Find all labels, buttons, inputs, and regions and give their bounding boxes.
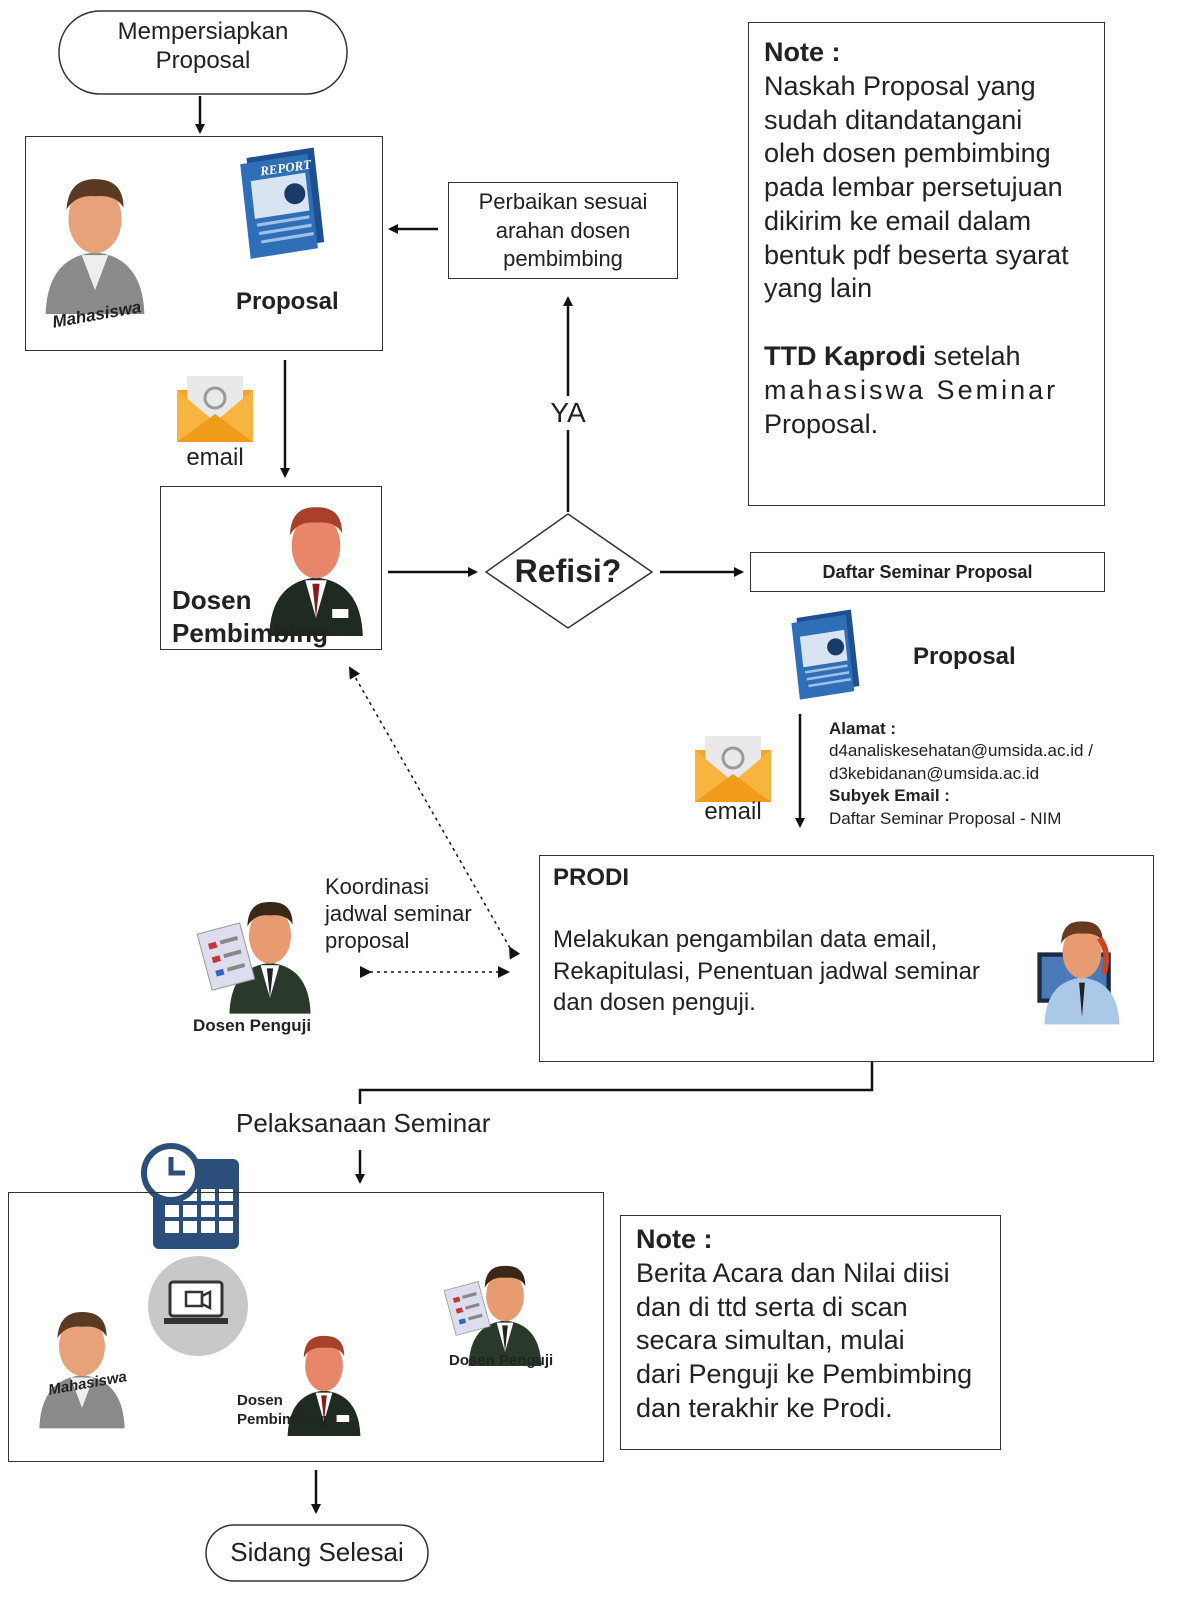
coordination-line3: proposal [325, 927, 410, 953]
connector-prodi-to-execution [358, 1062, 874, 1104]
supervisor-box [160, 486, 382, 650]
note1-line: dikirim ke email dalam [764, 205, 1032, 236]
note1-line: yang lain [764, 273, 873, 304]
yes-label: YA [540, 396, 596, 430]
box3-examiner-label: Dosen Penguji [449, 1352, 554, 1369]
decision-diamond [484, 513, 654, 629]
note1-ttd-line3: Proposal. [764, 408, 879, 439]
note1-line: oleh dosen pembimbing [764, 138, 1051, 169]
note2-text: Note : Berita Acara dan Nilai diisi dan … [636, 1223, 982, 1426]
revision-box [448, 182, 678, 279]
note1-ttd-line2: mahasiswa Seminar [764, 374, 1059, 405]
note1-line: pada lembar persetujuan [764, 172, 1063, 202]
end-label: Sidang Selesai [230, 1537, 404, 1567]
start-label-line1: Mempersiapkan [117, 18, 289, 45]
decision-question: Refisi? [514, 553, 622, 589]
email-label: email [186, 444, 244, 471]
box3-supervisor-line1: Dosen [237, 1392, 283, 1409]
calendar-clock-icon [141, 1143, 239, 1249]
box3-supervisor-line2: Pembimbing [237, 1410, 328, 1428]
note1-line: Naskah Proposal yang [764, 70, 1036, 101]
note2-heading: Note : [636, 1224, 713, 1254]
note1-ttd-line1: TTD Kaprodi setelah [764, 340, 1090, 374]
supervisor-label-line2: Pembimbing [172, 617, 329, 648]
prodi-title: PRODI [553, 864, 630, 891]
note2-line: Berita Acara dan Nilai diisi [636, 1257, 950, 1288]
coordination-text: Koordinasi jadwal seminar proposal [325, 874, 472, 954]
note2-line: dan terakhir ke Prodi. [636, 1392, 893, 1423]
proposal-preparation-box [25, 136, 383, 351]
note2-line: dan di ttd serta di scan [636, 1291, 908, 1322]
email-envelope-icon [175, 374, 255, 444]
supervisor-label: Dosen Pembimbing [172, 584, 328, 649]
email-label-2: email [704, 798, 762, 825]
execution-label: Pelaksanaan Seminar [236, 1108, 491, 1140]
revision-line2: arahan dosen [495, 217, 631, 243]
register-label: Daftar Seminar Proposal [822, 562, 1033, 582]
register-seminar-box [750, 552, 1105, 592]
supervisor-label-line1: Dosen [172, 585, 252, 615]
coordination-line1: Koordinasi [325, 874, 429, 899]
note2-line: secara simultan, mulai [636, 1325, 905, 1356]
note1-ttd-rest: setelah [926, 341, 1021, 371]
subject-line: Daftar Seminar Proposal - NIM [829, 808, 1062, 828]
prodi-text: Melakukan pengambilan data email, Rekapi… [553, 924, 1019, 1019]
end-terminator [205, 1524, 429, 1582]
start-label-line2: Proposal [155, 46, 251, 74]
prodi-line3: dan dosen penguji. [553, 989, 756, 1017]
seminar-execution-box [8, 1192, 604, 1462]
note1-line: sudah ditandatangani [764, 104, 1023, 135]
prodi-box [539, 855, 1154, 1062]
email-details: Alamat : d4analiskesehatan@umsida.ac.id … [829, 718, 1093, 830]
note1-text: Note : Naskah Proposal yang sudah ditand… [764, 36, 1090, 441]
note-box-1 [748, 22, 1105, 506]
note1-heading: Note : [764, 37, 841, 67]
coordination-line2: jadwal seminar [325, 900, 472, 926]
prodi-staff-avatar-icon [1037, 921, 1120, 1025]
address-line2: d3kebidanan@umsida.ac.id [829, 763, 1040, 783]
revision-text: Perbaikan sesuai arahan dosen pembimbing [448, 188, 678, 274]
prodi-line2: Rekapitulasi, Penentuan jadwal seminar [553, 957, 980, 985]
note1-ttd-bold: TTD Kaprodi [764, 341, 926, 371]
note1-line: bentuk pdf beserta syarat [764, 239, 1069, 270]
report-document-icon-2 [790, 608, 861, 701]
revision-line1: Perbaikan sesuai [478, 189, 648, 214]
subject-heading: Subyek Email : [829, 786, 950, 806]
note2-line: dari Penguji ke Pembimbing [636, 1359, 973, 1389]
email-envelope-icon-2 [693, 734, 773, 804]
register-proposal-label: Proposal [913, 643, 1016, 670]
note-box-2 [620, 1215, 1001, 1450]
start-label: Mempersiapkan Proposal [59, 18, 347, 76]
revision-line3: pembimbing [503, 246, 623, 272]
video-conference-icon [148, 1256, 248, 1356]
box3-supervisor-label: Dosen Pembimbing [237, 1392, 327, 1430]
prodi-line1: Melakukan pengambilan data email, [553, 926, 938, 953]
examiner-label: Dosen Penguji [193, 1016, 312, 1035]
address-heading: Alamat : [829, 719, 897, 738]
dotted-link-prodi-supervisor [349, 666, 521, 960]
address-line1: d4analiskesehatan@umsida.ac.id / [829, 741, 1093, 761]
proposal-label: Proposal [236, 288, 339, 315]
start-terminator [58, 10, 348, 95]
examiner-clipboard-icon [196, 922, 256, 991]
